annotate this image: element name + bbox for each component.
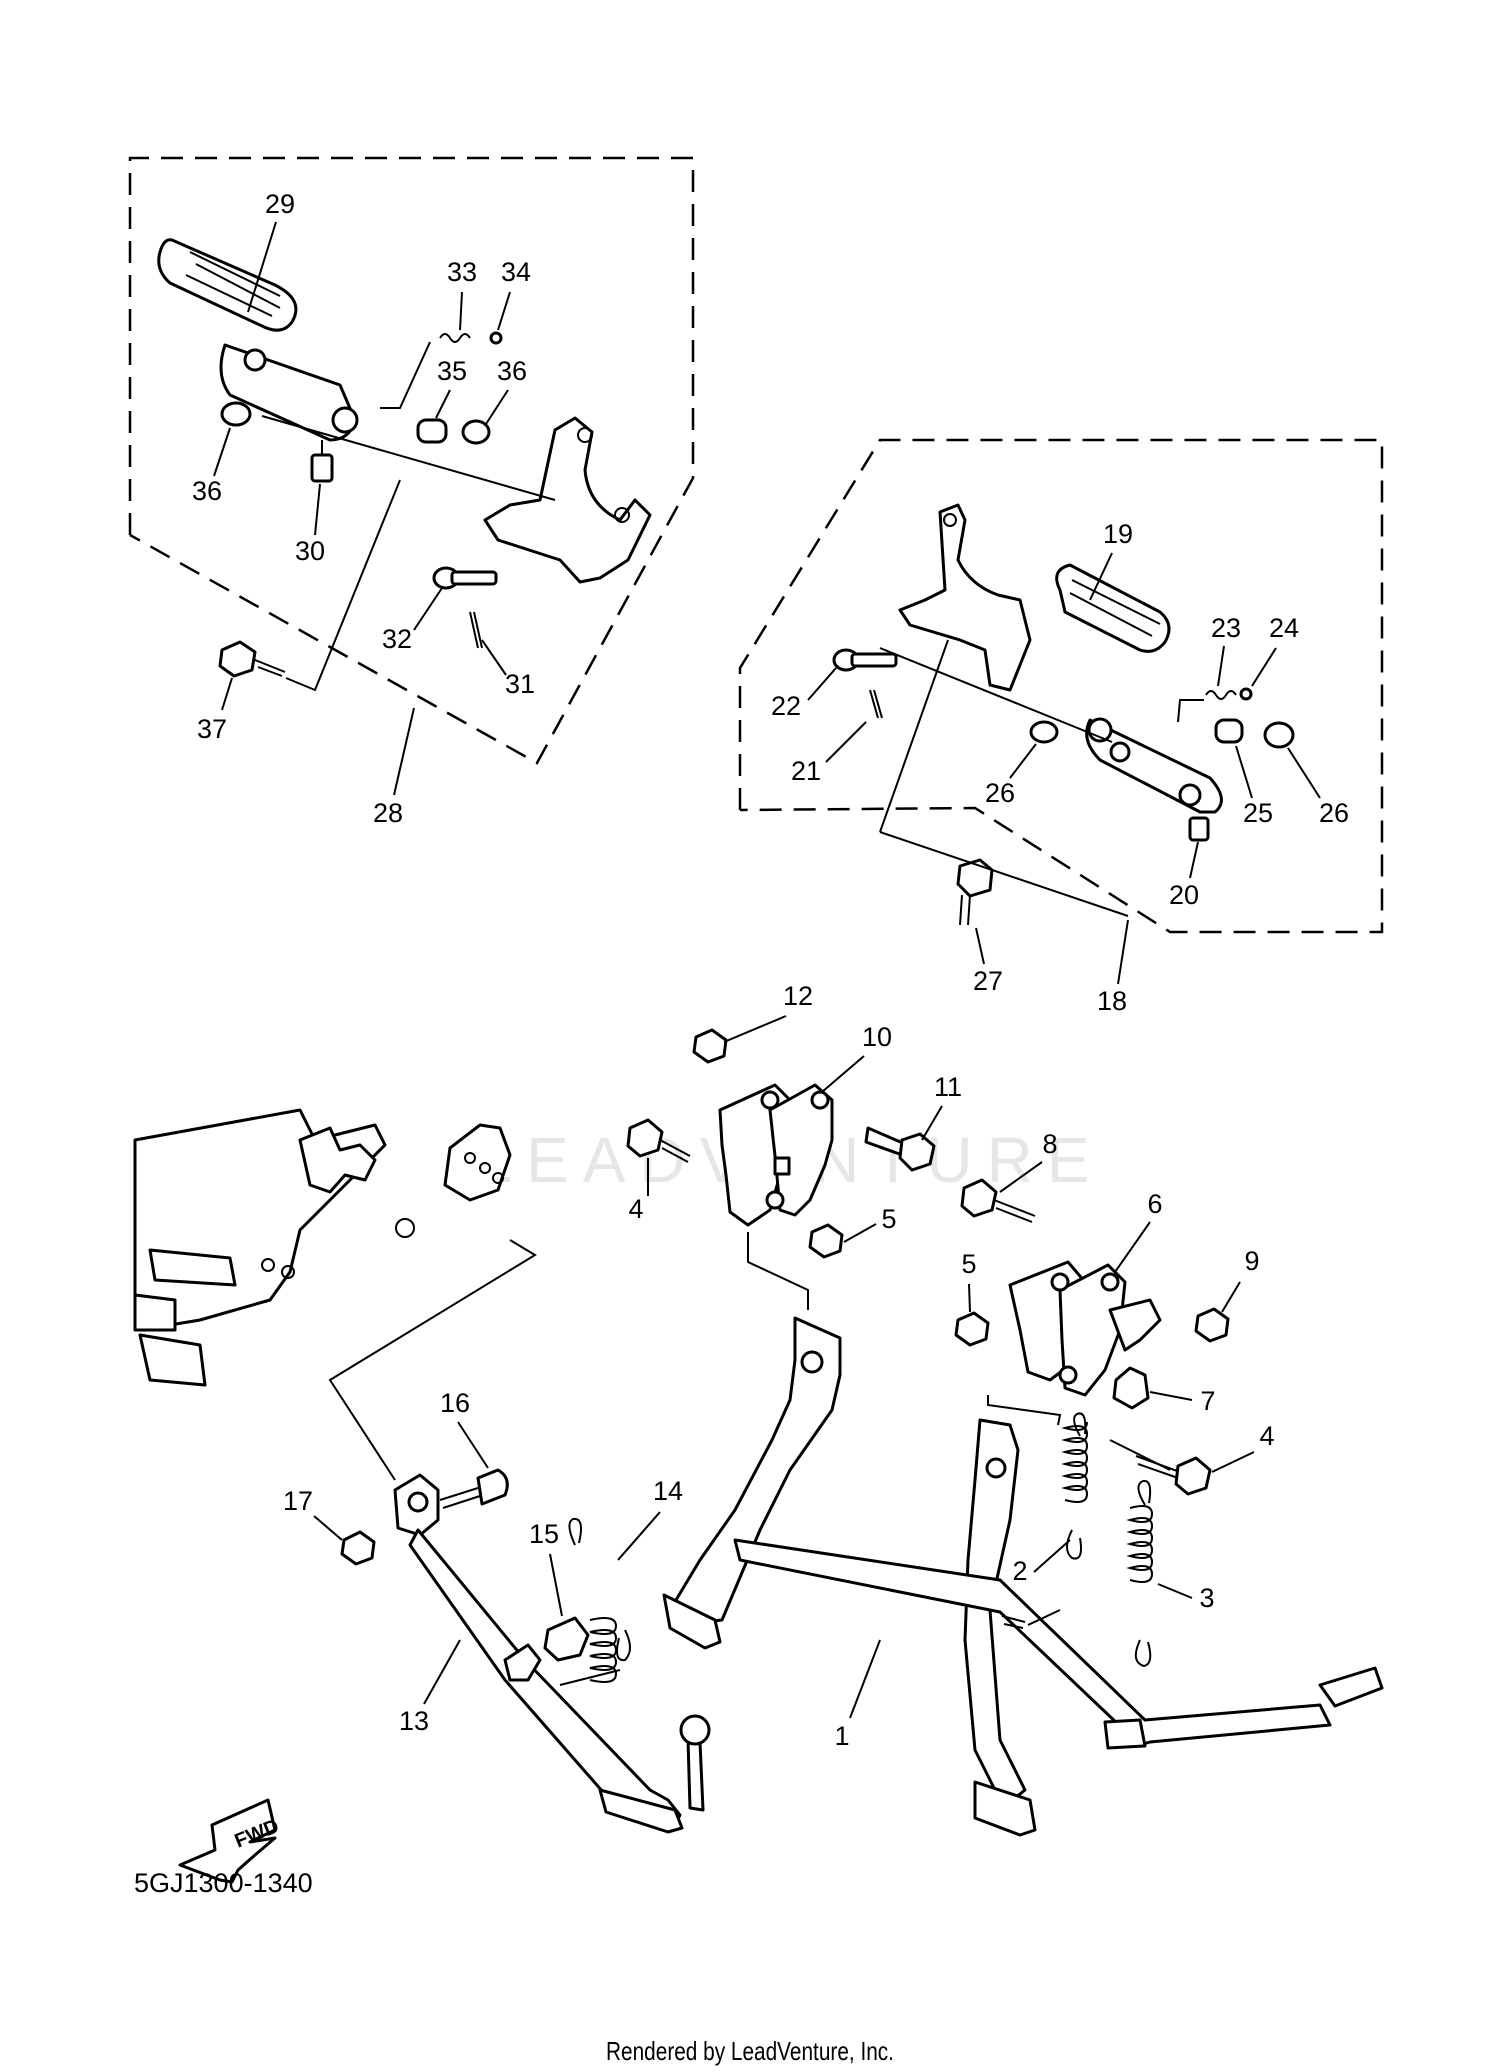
bolt-37	[218, 640, 286, 678]
callout-22: 22	[771, 691, 801, 721]
callout-15: 15	[529, 1519, 559, 1549]
callout-11: 11	[934, 1072, 962, 1102]
nut-12	[692, 1028, 728, 1064]
callout-36-left: 36	[192, 476, 222, 506]
nut-5-top	[808, 1223, 844, 1259]
footpeg-rubber-left	[157, 238, 298, 332]
callout-3: 3	[1199, 1583, 1214, 1613]
collar-25	[1214, 718, 1244, 744]
washer-26-left	[1029, 720, 1059, 744]
washer-36-left	[220, 401, 252, 427]
callout-27: 27	[973, 966, 1003, 996]
footrest-bracket-left	[483, 416, 652, 584]
callout-12: 12	[783, 981, 813, 1011]
left-assembly-boundary	[128, 156, 695, 765]
left-footrest-assembly	[128, 156, 695, 765]
callout-8: 8	[1042, 1129, 1057, 1159]
ball-34	[489, 331, 503, 345]
frame-section	[133, 1108, 537, 1481]
callout-18: 18	[1097, 986, 1127, 1016]
callout-5-top: 5	[881, 1204, 896, 1234]
spring-23	[1205, 690, 1237, 700]
callout-6: 6	[1147, 1189, 1162, 1219]
collar-35	[416, 418, 448, 444]
spring-14	[568, 1517, 631, 1683]
main-stand-1	[662, 1316, 1384, 1837]
spring-3	[1126, 1479, 1154, 1668]
stand-bracket-10	[718, 1083, 834, 1227]
callout-9: 9	[1244, 1246, 1259, 1276]
washer-36-right	[461, 419, 491, 445]
callout-17: 17	[283, 1486, 313, 1516]
callout-29: 29	[265, 189, 295, 219]
bolt-8	[960, 1178, 1036, 1223]
ball-24	[1239, 687, 1253, 701]
callout-24: 24	[1269, 613, 1299, 643]
callout-23: 23	[1211, 613, 1241, 643]
spring-2	[1061, 1412, 1089, 1560]
callout-26-left: 26	[985, 778, 1015, 808]
pin-32	[432, 566, 498, 590]
bolt-16	[439, 1468, 509, 1509]
callout-35: 35	[437, 356, 467, 386]
callout-31: 31	[505, 669, 535, 699]
footpeg-left	[219, 343, 359, 442]
right-assembly-boundary	[738, 438, 1384, 934]
fwd-arrow-icon: FWD	[178, 1798, 282, 1884]
bolt-4-top	[626, 1118, 691, 1163]
callout-37: 37	[197, 714, 227, 744]
bolt-20	[1188, 816, 1210, 842]
callout-16: 16	[440, 1388, 470, 1418]
washer-26-right	[1263, 721, 1295, 749]
nut-9	[1194, 1307, 1230, 1343]
callout-10: 10	[862, 1022, 892, 1052]
callouts: 29 33 34 35 36 36 30 32 31 37 28 19 23 2…	[192, 189, 1349, 1751]
footer-credit: Rendered by LeadVenture, Inc.	[606, 2036, 894, 2066]
bolt-30	[310, 440, 334, 483]
callout-21: 21	[791, 756, 821, 786]
callout-1: 1	[834, 1721, 849, 1751]
diagram-code: 5GJ1300-1340	[134, 1868, 313, 1898]
spring-hook-pin	[1001, 1615, 1026, 1629]
callout-4-top: 4	[628, 1194, 643, 1224]
bolt-27	[956, 858, 994, 926]
callout-7: 7	[1200, 1386, 1215, 1416]
callout-20: 20	[1169, 880, 1199, 910]
callout-33: 33	[447, 257, 477, 287]
stopper-15	[543, 1616, 590, 1662]
nut-5-lower	[954, 1311, 990, 1347]
spring-33	[439, 333, 471, 343]
pin-22	[832, 648, 898, 672]
callout-19: 19	[1103, 519, 1133, 549]
callout-14: 14	[653, 1476, 683, 1506]
callout-36-right: 36	[497, 356, 527, 386]
footpeg-right	[1085, 717, 1223, 814]
callout-2: 2	[1012, 1556, 1027, 1586]
cotter-pin-21	[869, 689, 883, 719]
right-footrest-assembly	[738, 438, 1384, 934]
bolt-4-lower	[1135, 1455, 1212, 1496]
callout-28: 28	[373, 798, 403, 828]
callout-32: 32	[382, 624, 412, 654]
callout-13: 13	[399, 1706, 429, 1736]
footrest-bracket-right	[898, 503, 1032, 692]
side-stand-13	[393, 1473, 711, 1834]
callout-5-lower: 5	[961, 1249, 976, 1279]
footpeg-rubber-right	[1055, 563, 1171, 653]
nut-17	[340, 1530, 376, 1566]
callout-30: 30	[295, 536, 325, 566]
callout-34: 34	[501, 257, 531, 287]
stand-bracket-6	[1008, 1260, 1162, 1397]
callout-4-lower: 4	[1259, 1421, 1274, 1451]
callout-25: 25	[1243, 798, 1273, 828]
callout-26-right: 26	[1319, 798, 1349, 828]
cotter-pin-31	[469, 611, 483, 649]
stopper-7	[1112, 1366, 1150, 1410]
bolt-11	[864, 1126, 936, 1172]
